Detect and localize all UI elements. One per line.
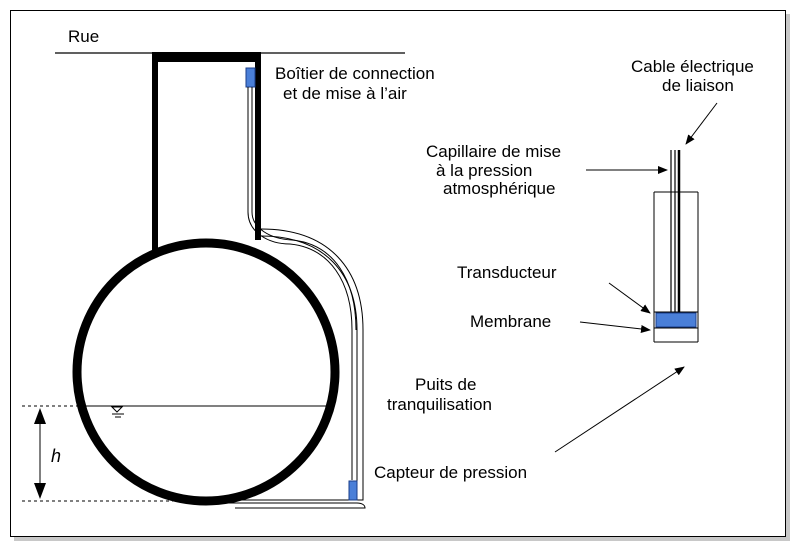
height-arrowhead-top [34, 408, 46, 424]
frame-shadow-bottom [14, 537, 790, 541]
manhole-cover [152, 52, 261, 62]
membrane-arrow [579, 321, 651, 333]
transducer-arrow [608, 282, 651, 314]
shaft-wall-right [255, 60, 261, 240]
capillary-label-1: Capillaire de mise [426, 142, 561, 161]
pressure-sensor-body [348, 480, 358, 501]
cable-label-1: Cable électrique [631, 57, 754, 76]
detail-pointer-arrow [554, 366, 685, 453]
cable-label-2: de liaison [662, 76, 734, 95]
junction-box [245, 67, 256, 88]
junction-box-label-2: et de mise à l’air [283, 84, 407, 103]
stilling-well-label-1: Puits de [415, 375, 476, 394]
transducer-label: Transducteur [457, 263, 557, 282]
stilling-well-label-2: tranquilisation [387, 395, 492, 414]
street-label: Rue [68, 27, 99, 46]
stilling-well-bottom-pipe [220, 502, 366, 509]
capillary-tube-inner [251, 87, 357, 331]
stilling-well-tube-outer [235, 228, 364, 501]
membrane-label: Membrane [470, 312, 551, 331]
sewer-pipe [72, 238, 340, 506]
frame-shadow-right [786, 14, 790, 541]
height-arrowhead-bottom [34, 483, 46, 499]
pressure-sensor-label: Capteur de pression [374, 463, 527, 482]
capillary-tube-outer [247, 87, 353, 480]
cable-arrow [685, 102, 718, 145]
capillary-label-2: à la pression [436, 161, 532, 180]
water-surface-icon [110, 406, 124, 418]
capillary-label-3: atmosphérique [443, 179, 555, 198]
junction-box-label-1: Boîtier de connection [275, 64, 435, 83]
diagram-frame [10, 10, 786, 537]
shaft-wall-left [152, 60, 158, 255]
detail-transducer [655, 312, 697, 328]
height-label: h [51, 446, 61, 466]
stilling-well-tube-inner [260, 235, 358, 500]
sensor-detail-view [653, 150, 699, 343]
